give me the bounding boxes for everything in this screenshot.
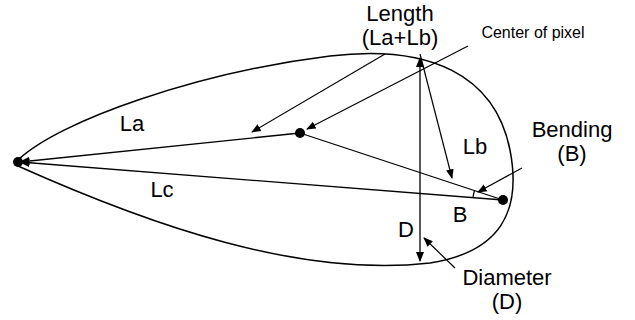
lb-line bbox=[300, 133, 503, 200]
angle-label: B bbox=[448, 203, 472, 227]
bending-label: Bending (B) bbox=[522, 118, 622, 166]
segment-label: Lc bbox=[142, 178, 182, 202]
leader-line bbox=[420, 54, 452, 178]
lc-line bbox=[20, 162, 503, 200]
diameter-line bbox=[419, 58, 420, 261]
segment-label: La bbox=[112, 112, 152, 136]
la-line bbox=[20, 133, 300, 162]
leader-line bbox=[478, 168, 522, 192]
segment-label: Lb bbox=[455, 135, 495, 159]
center-dot bbox=[295, 128, 305, 138]
leader-line bbox=[252, 54, 385, 132]
end-dot bbox=[13, 157, 23, 167]
end-dot bbox=[498, 195, 508, 205]
leader-line bbox=[307, 46, 468, 129]
grain-outline bbox=[18, 53, 513, 265]
diameter-label: Diameter (D) bbox=[452, 266, 562, 314]
length-label: Length (La+Lb) bbox=[345, 2, 455, 50]
center-label: Center of pixel bbox=[468, 24, 598, 42]
diameter-mark: D bbox=[396, 218, 416, 242]
bending-arc bbox=[473, 191, 475, 198]
leader-line bbox=[424, 238, 455, 268]
